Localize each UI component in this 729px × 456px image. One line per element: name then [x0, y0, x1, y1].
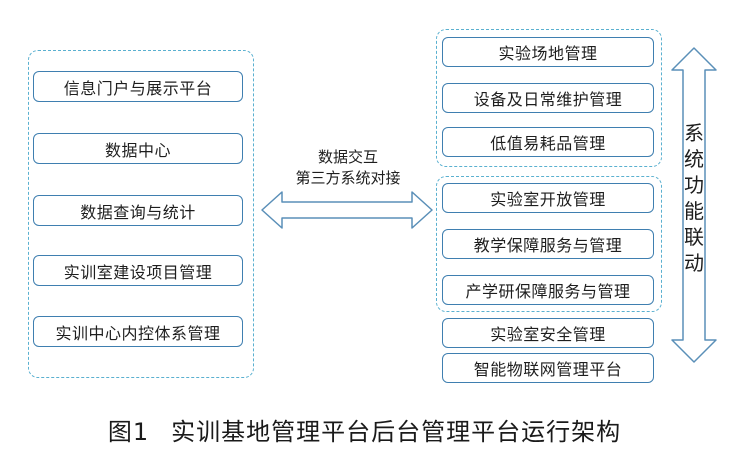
right-group-2-container — [436, 176, 662, 312]
data-exchange-double-arrow — [261, 191, 433, 229]
figure-title: 实训基地管理平台后台管理平台运行架构 — [171, 418, 622, 446]
figure-number: 图1 — [107, 418, 150, 446]
right-group-1-container — [436, 29, 662, 167]
right-item-lab-safety: 实验室安全管理 — [442, 318, 654, 348]
system-linkage-label: 系统功能联动 — [684, 121, 704, 275]
left-group-container — [28, 50, 254, 378]
right-item-lab-site: 实验场地管理 — [442, 37, 654, 67]
data-exchange-label: 数据交互 — [317, 148, 378, 166]
right-item-consumables: 低值易耗品管理 — [442, 127, 654, 157]
left-item-data-query: 数据查询与统计 — [33, 195, 243, 226]
left-item-internal-control: 实训中心内控体系管理 — [33, 316, 243, 347]
right-item-teaching-support: 教学保障服务与管理 — [442, 229, 654, 259]
third-party-integration-label: 第三方系统对接 — [295, 169, 401, 187]
left-item-info-portal: 信息门户与展示平台 — [33, 71, 243, 102]
linkage-vertical-double-arrow — [671, 47, 717, 363]
right-item-industry-research: 产学研保障服务与管理 — [442, 275, 654, 305]
left-item-lab-construction: 实训室建设项目管理 — [33, 255, 243, 286]
right-item-equipment-maintenance: 设备及日常维护管理 — [442, 83, 654, 113]
right-item-iot-platform: 智能物联网管理平台 — [442, 353, 654, 383]
left-item-data-center: 数据中心 — [33, 133, 243, 164]
right-item-lab-opening: 实验室开放管理 — [442, 183, 654, 213]
figure-caption: 图1 实训基地管理平台后台管理平台运行架构 — [0, 412, 729, 447]
